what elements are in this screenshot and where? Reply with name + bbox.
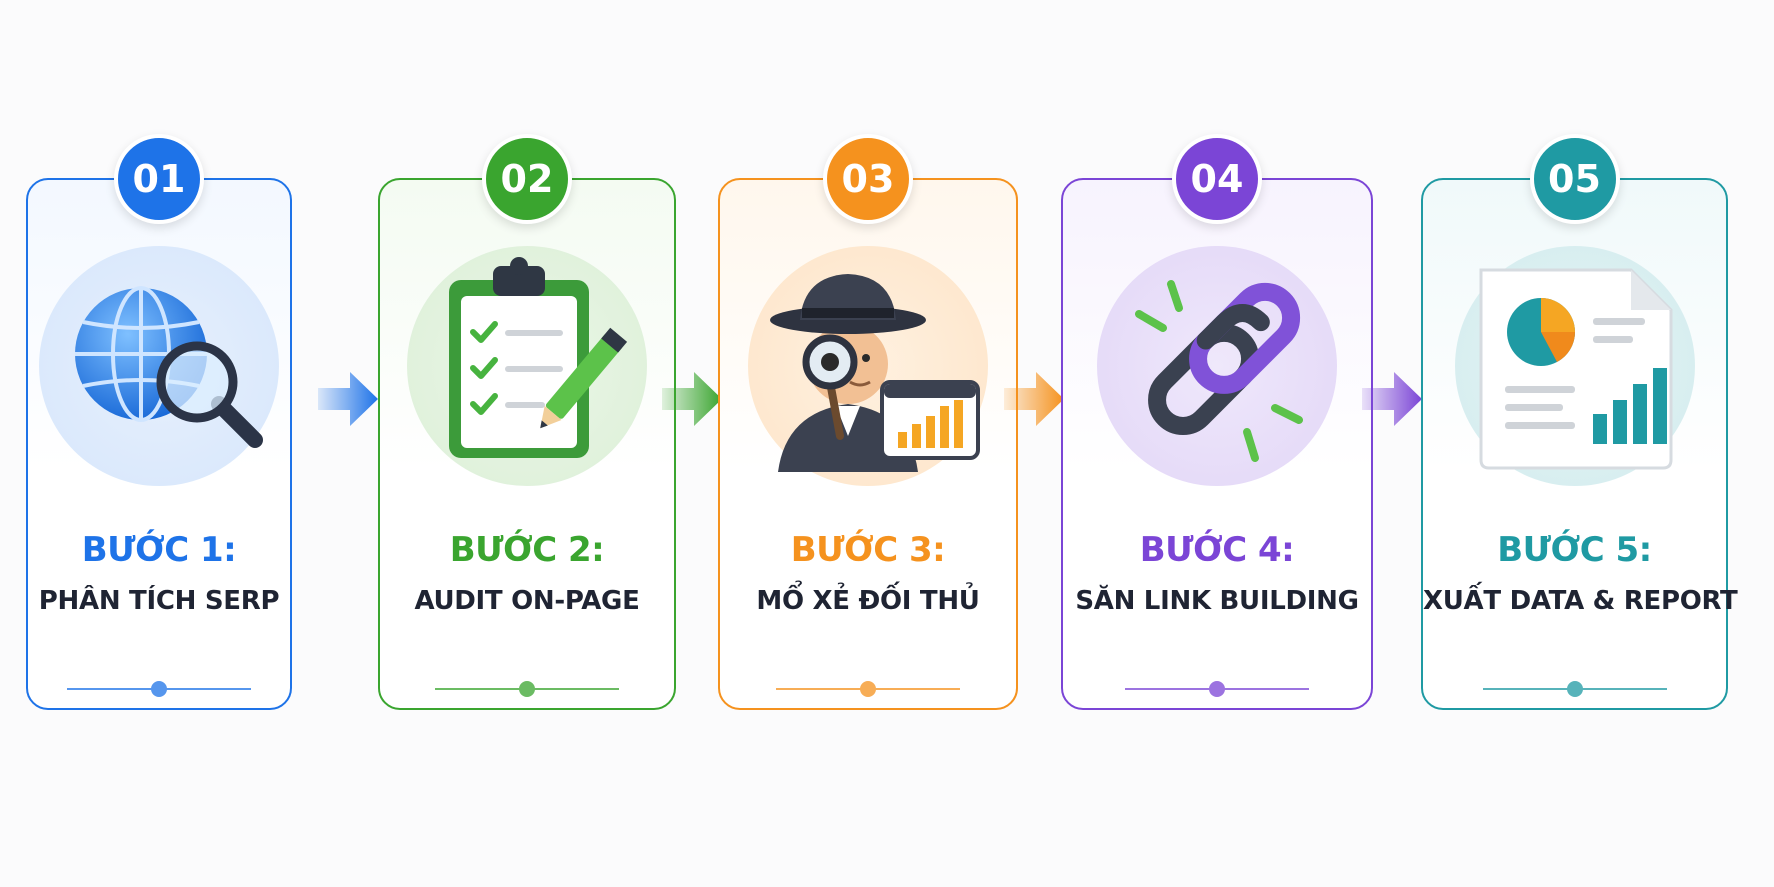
step-title: XUẤT DATA & REPORT	[1423, 586, 1738, 616]
step-title: SĂN LINK BUILDING	[1075, 586, 1359, 616]
step-badge: 05	[1529, 134, 1620, 224]
clipboard-checklist-icon	[407, 246, 647, 486]
step-divider	[435, 681, 619, 697]
step-label: BƯỚC 1:	[81, 530, 237, 570]
step-badge: 01	[114, 134, 204, 224]
arrow-right-icon	[318, 372, 378, 426]
step-badge: 03	[823, 134, 913, 224]
step-card-1: 01	[26, 134, 292, 710]
step-label: BƯỚC 2:	[449, 530, 605, 570]
step-label: BƯỚC 4:	[1139, 530, 1295, 570]
step-divider	[67, 681, 251, 697]
step-badge: 02	[482, 134, 572, 224]
step-title: PHÂN TÍCH SERP	[38, 586, 280, 616]
arrow-right-icon	[1004, 372, 1064, 426]
step-card-5: 05	[1421, 134, 1738, 710]
step-badge: 04	[1172, 134, 1262, 224]
step-card-4: 04 BƯỚC 4: SĂN LINK BUILDING	[1061, 134, 1373, 710]
step-divider	[776, 681, 960, 697]
arrow-right-icon	[1362, 372, 1422, 426]
chain-link-icon	[1097, 246, 1337, 486]
step-divider	[1125, 681, 1309, 697]
report-chart-icon	[1454, 246, 1695, 486]
step-label: BƯỚC 3:	[790, 530, 946, 570]
arrow-right-icon	[662, 372, 722, 426]
step-divider	[1482, 681, 1667, 697]
detective-spy-icon	[748, 246, 988, 486]
globe-search-icon	[39, 246, 279, 486]
step-title: AUDIT ON-PAGE	[414, 586, 640, 616]
step-card-3: 03	[718, 134, 1018, 710]
step-label: BƯỚC 5:	[1497, 530, 1652, 570]
step-card-2: 02	[378, 134, 676, 710]
step-title: MỔ XẺ ĐỐI THỦ	[756, 586, 980, 616]
